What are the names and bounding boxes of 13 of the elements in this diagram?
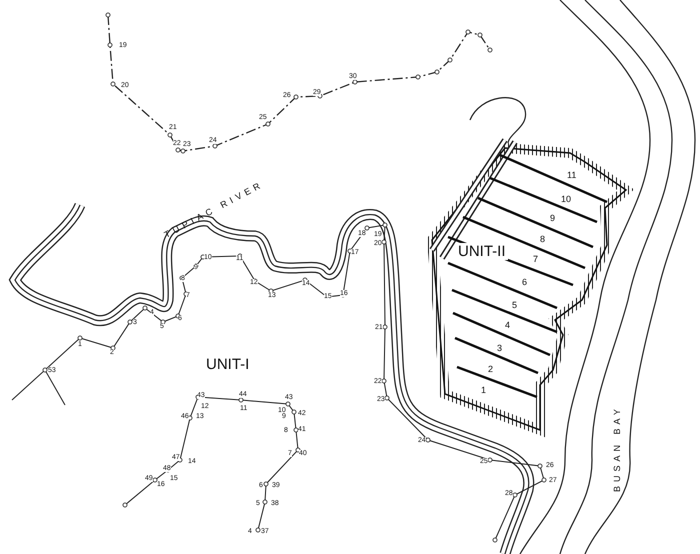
lot-number: 9: [550, 214, 556, 223]
lot-number: 10: [561, 195, 572, 204]
lot-number: 1: [481, 386, 486, 395]
lot-number: 6: [522, 278, 528, 287]
lot-number: 2: [488, 365, 494, 374]
lot-number: 4: [505, 321, 510, 330]
area-label: UNIT-II: [456, 243, 508, 260]
lot-number: 8: [540, 235, 546, 244]
lot-number: 3: [497, 344, 502, 353]
lot-number: 7: [533, 255, 538, 264]
bay-label: BUSAN BAY: [613, 405, 622, 492]
lot-number: 5: [512, 301, 518, 310]
lot-number: 11: [567, 171, 576, 180]
